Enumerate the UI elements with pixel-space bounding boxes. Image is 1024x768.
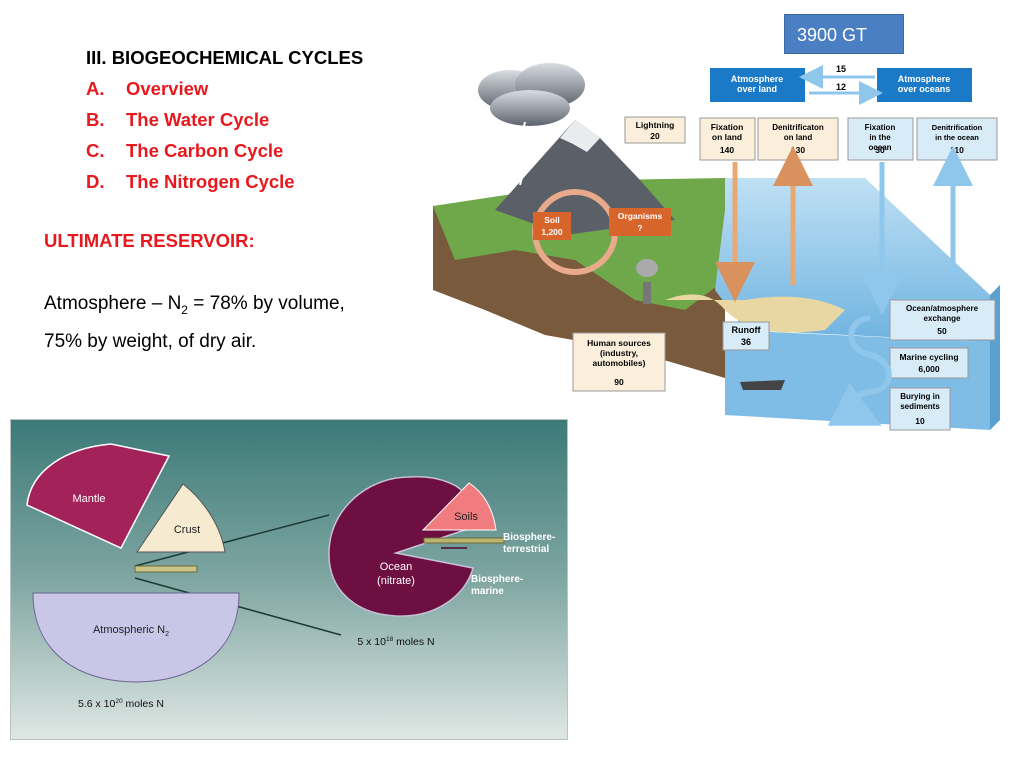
outline-item-d: D.The Nitrogen Cycle [86,171,295,192]
slide-outline: III. BIOGEOCHEMICAL CYCLES A.Overview B.… [86,42,363,197]
atm-ocean-box [877,68,972,102]
runoff-label: Runoff [732,325,762,335]
fixation-land-value: 140 [720,145,734,155]
mantle-wedge [26,443,171,549]
soils-wedge [421,482,497,531]
reservoir-heading: ULTIMATE RESERVOIR: [44,230,255,251]
ocean-nitrate-pie [328,476,474,617]
atmospheric-n2-semicircle [32,592,240,683]
outline-item-b: B.The Water Cycle [86,109,270,130]
marine-swirl-arrow [827,315,892,426]
fixation-ocean-value: 30 [875,145,885,155]
right-total: 5 x 1018 moles N [357,636,434,648]
human-sources-label: Human sources(industry,automobiles) [587,338,651,368]
soil-value: 1,200 [541,227,563,237]
outline-item-c: C.The Carbon Cycle [86,140,284,161]
gt-badge: 3900 GT [784,14,904,54]
marine-cycling-box [889,347,969,379]
soil-label: Soil [544,215,560,225]
mountain [495,120,675,235]
human-sources-box [572,332,666,392]
lightning-label: Lightning [636,120,675,130]
connector-line-upper [134,514,330,567]
organisms-label: Organisms [618,211,663,221]
slide-title: III. BIOGEOCHEMICAL CYCLES [86,47,364,68]
bio-marine-label-2: marine [471,586,504,597]
ocean-label-2: (nitrate) [377,575,415,587]
ocean-label-1: Ocean [380,561,412,573]
runoff-value: 36 [741,337,751,347]
biosphere-terrestrial-bar [423,537,505,544]
marine-cycling-value: 6,000 [918,364,940,374]
flow-12: 12 [836,82,846,92]
biosphere-bar-left [134,565,198,573]
crust-label: Crust [174,524,200,536]
organisms-box [609,208,671,236]
bio-terrestrial-label-2: terrestrial [503,544,549,555]
bio-marine-label-1: Biosphere- [471,574,523,585]
mantle-label: Mantle [72,493,105,505]
fixation-land-box [699,117,756,161]
organisms-value: ? [637,223,642,233]
denit-ocean-value: 110 [950,145,964,155]
shoreline [665,294,845,333]
human-sources-value: 90 [614,377,624,387]
lightning-box [624,116,686,144]
atmospheric-label: Atmospheric N2 [93,624,169,638]
mountain-snow [560,120,600,152]
atm-land-box [710,68,805,102]
left-total: 5.6 x 1020 moles N [78,698,164,710]
soils-label: Soils [454,511,478,523]
atmosphere-text: Atmosphere – N2 = 78% by volume, 75% by … [44,293,345,352]
reservoir-panel: Mantle Crust Atmospheric N2 5.6 x 1020 m… [10,419,568,740]
lightning-value: 20 [650,131,660,141]
bio-terrestrial-label-1: Biosphere- [503,532,555,543]
factory-icon [636,259,658,304]
exchange-value: 50 [937,326,947,336]
ship [740,380,785,390]
crust-wedge [136,483,226,553]
burying-box [889,387,951,431]
storm-cloud [478,63,585,186]
flow-15: 15 [836,64,846,74]
runoff-box [722,321,770,351]
fixation-ocean-box [847,117,914,161]
outline-item-a: A.Overview [86,78,209,99]
denit-land-value: 130 [791,145,805,155]
soil-box [533,212,571,240]
marine-cycling-label: Marine cycling [899,352,958,362]
burying-value: 10 [915,416,925,426]
exchange-box [889,299,996,341]
